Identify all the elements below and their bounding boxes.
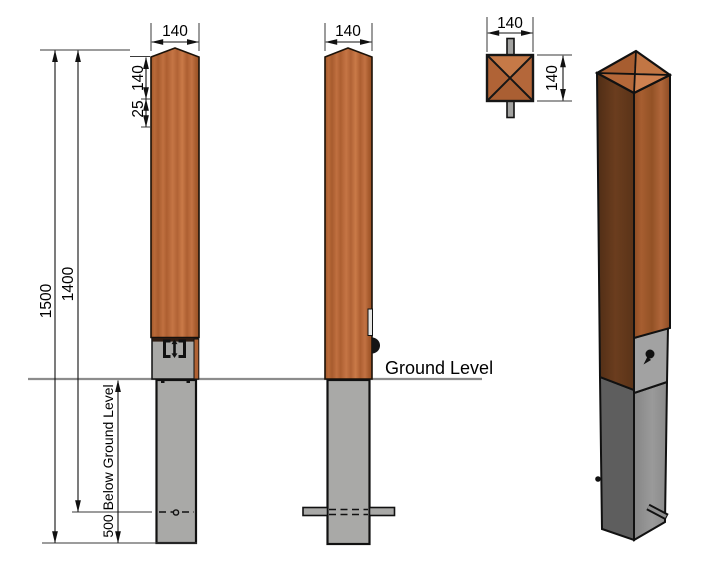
dim-overall-length-label: 1500 [38, 283, 55, 318]
iso-keyhole [645, 349, 655, 359]
side-view [302, 47, 396, 546]
side-post-wood [324, 47, 373, 380]
dim-upper-length-label: 1400 [60, 266, 77, 301]
front-sleeve-notch-left [161, 379, 165, 383]
plan-tab-top [506, 37, 515, 56]
front-below-ground-sleeve [155, 378, 198, 545]
iso-keyhole-slot [643, 356, 651, 365]
iso-wood-right-face [633, 73, 671, 340]
isometric-view [594, 49, 673, 542]
plan-view [485, 37, 535, 119]
iso-locking-pin [647, 505, 667, 518]
plan-post-top [485, 53, 535, 103]
dim-cap-height-label: 25 [130, 100, 147, 117]
ground-level-label: Ground Level [385, 358, 493, 378]
iso-side-lug [595, 476, 601, 482]
dim-top-section-label: 140 [130, 65, 147, 91]
front-post-wood [150, 47, 200, 339]
front-socket-wood-strip [193, 338, 200, 380]
front-socket-top-band [152, 338, 198, 342]
iso-sleeve-left-face [598, 375, 635, 542]
front-sleeve-notch-right [186, 379, 190, 383]
dimensions-layer: 140 140 140 140 140 25 1500 1400 500 Bel… [38, 15, 572, 544]
front-view [150, 47, 200, 545]
dim-plan-width-label: 140 [497, 15, 523, 32]
side-anchor-tab-left [302, 506, 329, 517]
dim-front-width-label: 140 [162, 23, 188, 40]
plan-tab-bottom [506, 100, 515, 119]
front-pin-hole [172, 509, 180, 516]
front-lock-icon [163, 339, 186, 358]
iso-wood-left-face [595, 71, 635, 392]
side-lock-notch [367, 308, 373, 336]
iso-pyramid-top [594, 49, 673, 95]
side-below-ground-sleeve [326, 378, 371, 546]
dim-plan-depth-label: 140 [544, 65, 561, 91]
dim-below-ground-label: 500 Below Ground Level [100, 384, 116, 537]
side-anchor-tab-right [368, 506, 396, 517]
dim-side-width-label: 140 [335, 23, 361, 40]
side-padlock-lug [372, 337, 380, 354]
